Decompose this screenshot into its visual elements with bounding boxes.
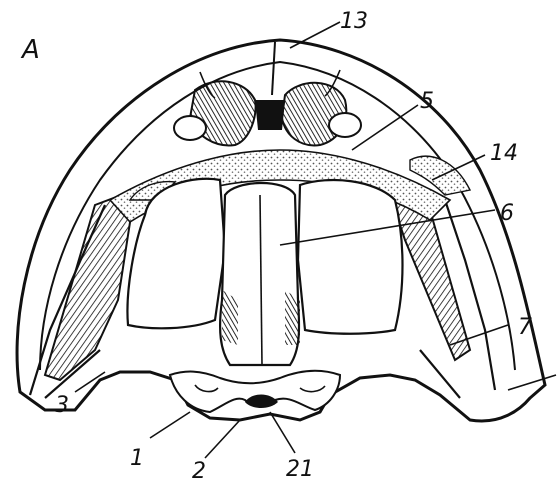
label-6: 6 — [500, 201, 514, 226]
leader-2 — [205, 420, 240, 458]
label-13: 13 — [340, 9, 368, 34]
label-21: 21 — [286, 457, 314, 482]
label-2: 2 — [192, 459, 206, 484]
label-7: 7 — [518, 315, 532, 340]
right-vacuity — [298, 180, 403, 334]
panel-label: A — [20, 35, 40, 65]
leader-1 — [150, 412, 190, 438]
label-5: 5 — [420, 89, 434, 114]
left-choana — [174, 116, 206, 140]
label-14: 14 — [490, 141, 518, 166]
label-1: 1 — [130, 446, 144, 471]
label-3: 3 — [55, 393, 69, 418]
premaxilla-dark-center — [255, 100, 285, 130]
right-choana — [329, 113, 361, 137]
